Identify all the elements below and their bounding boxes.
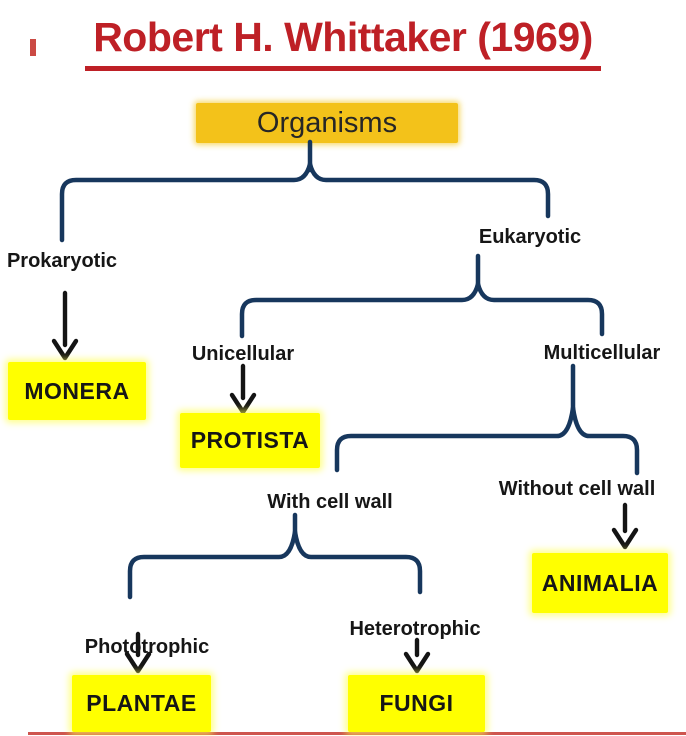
kingdom-monera: MONERA: [8, 362, 146, 420]
arrow-heterotrophic-to-fungi: [403, 637, 431, 674]
brace-eukaryotic-split: [239, 281, 605, 339]
kingdom-fungi: FUNGI: [348, 675, 485, 732]
arrow-phototrophic-to-plantae: [124, 631, 152, 674]
brace-organisms-split: [59, 161, 551, 243]
arrow-without-cell-wall-to-animalia: [611, 502, 639, 550]
node-with-cell-wall: With cell wall: [267, 491, 393, 513]
page-title-text: Robert H. Whittaker (1969): [85, 14, 601, 71]
node-without-cell-wall: Without cell wall: [498, 478, 656, 500]
arrow-unicellular-to-protista: [229, 363, 257, 415]
kingdom-animalia: ANIMALIA: [532, 553, 668, 613]
arrow-prokaryotic-to-monera: [51, 290, 79, 361]
kingdom-plantae: PLANTAE: [72, 675, 211, 732]
node-eukaryotic: Eukaryotic: [478, 226, 582, 248]
red-border-line-bottom: [28, 732, 686, 735]
red-border-fragment-top-left: [30, 39, 36, 56]
brace-with-cell-wall-split: [127, 529, 423, 600]
node-multicellular: Multicellular: [543, 342, 661, 364]
node-phototrophic: Phototrophic: [84, 636, 210, 658]
node-organisms: Organisms: [196, 103, 458, 143]
node-heterotrophic: Heterotrophic: [349, 618, 481, 640]
brace-multicellular-split: [334, 405, 640, 476]
kingdom-protista: PROTISTA: [180, 413, 320, 468]
node-prokaryotic: Prokaryotic: [6, 250, 118, 272]
node-unicellular: Unicellular: [191, 343, 295, 365]
page-title: Robert H. Whittaker (1969): [0, 14, 686, 71]
